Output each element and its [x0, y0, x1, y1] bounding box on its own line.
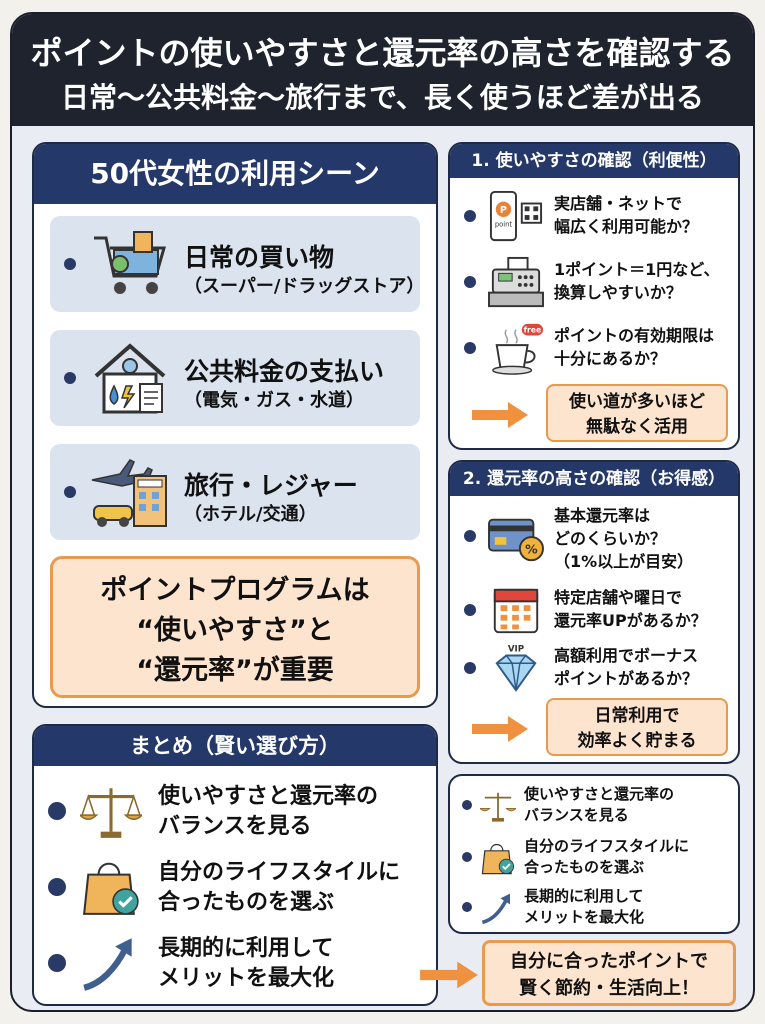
summary-panel: まとめ（賢い選び方） 使いやすさと還元率の バランスを見る: [32, 724, 438, 1006]
item-text: 特定店舗や曜日で 還元率UPがあるか？: [554, 588, 707, 630]
scene-daily-shopping: 日常の買い物 （スーパー/ドラッグストア）: [50, 216, 425, 312]
scene-travel-leisure: 旅行・レジャー （ホテル/交通）: [50, 444, 420, 540]
right-arrow-icon: [420, 961, 478, 989]
bullet: [64, 372, 76, 384]
shopping-bag-check-icon: [481, 843, 515, 875]
shopping-cart-icon: [94, 231, 166, 294]
mini-summary-item: 自分のライフスタイルに 合ったものを選ぶ: [462, 834, 734, 882]
reward-item: VIP 高額利用でボーナス ポイントがあるか？: [464, 640, 734, 696]
bullet: [464, 662, 476, 674]
credit-card-percent-icon: %: [488, 518, 544, 562]
summary-item: 長期的に利用して メリットを最大化: [48, 928, 428, 998]
item-text: 自分のライフスタイルに 合ったものを選ぶ: [158, 860, 401, 915]
coffee-free-icon: free: [492, 323, 543, 375]
balance-scale-icon: [80, 788, 142, 838]
balance-scale-icon: [480, 792, 516, 822]
house-bill-icon: [94, 343, 166, 414]
growth-arrow-icon: [481, 893, 510, 925]
mini-summary-item: 使いやすさと還元率の バランスを見る: [462, 782, 734, 830]
icon-text: point: [495, 221, 513, 229]
final-callout: 自分に合ったポイントで 賢く節約・生活向上！: [482, 940, 736, 1006]
svg-text:P: P: [500, 205, 507, 216]
convenience-panel-title: 1. 使いやすさの確認（利便性）: [450, 144, 738, 178]
item-text: 基本還元率は どのくらいか？ （1%以上が目安）: [554, 506, 694, 571]
growth-arrow-icon: [83, 938, 132, 991]
right-arrow-icon: [472, 402, 528, 428]
bullet: [64, 486, 76, 498]
bullet: [464, 530, 476, 542]
scene-label: 公共料金の支払い: [184, 357, 385, 386]
reward-rate-panel: 2. 還元率の高さの確認（お得感） % 基本還元率は どのくらいか？ （1%以上…: [448, 460, 740, 764]
icon-text: VIP: [508, 645, 524, 655]
check-icon: [48, 878, 66, 896]
scenes-panel: 50代女性の利用シーン 日常の買い物 （スーパー/ドラッグストア）: [32, 142, 438, 708]
item-text: 使いやすさと還元率の バランスを見る: [524, 785, 675, 824]
summary-item: 使いやすさと還元率の バランスを見る: [48, 776, 428, 846]
page-subtitle: 日常～公共料金～旅行まで、長く使うほど差が出る: [61, 81, 704, 114]
key-message-line: ポイントプログラムは: [100, 575, 370, 606]
bullet: [464, 342, 476, 354]
right-arrow-icon: [472, 716, 528, 742]
title-banner: ポイントの使いやすさと還元率の高さを確認する 日常～公共料金～旅行まで、長く使う…: [12, 14, 753, 126]
bullet: [462, 800, 472, 810]
scene-label: 日常の買い物: [184, 243, 335, 272]
infographic-frame: ポイントの使いやすさと還元率の高さを確認する 日常～公共料金～旅行まで、長く使う…: [10, 12, 755, 1012]
bullet: [464, 210, 476, 222]
scene-sublabel: （ホテル/交通）: [184, 504, 317, 525]
item-text: ポイントの有効期限は 十分にあるか？: [554, 326, 715, 368]
calendar-icon: [493, 588, 539, 634]
bullet: [464, 276, 476, 288]
phone-point-qr-icon: P point: [489, 190, 543, 242]
summary-item: 自分のライフスタイルに 合ったものを選ぶ: [48, 852, 428, 922]
scene-sublabel: （電気・ガス・水道）: [184, 390, 364, 411]
key-message-box: ポイントプログラムは “使いやすさ”と “還元率”が重要: [50, 556, 420, 698]
shopping-bag-check-icon: [82, 862, 139, 915]
scene-label: 旅行・レジャー: [184, 471, 358, 500]
bullet: [64, 258, 76, 270]
scene-utility-payment: 公共料金の支払い （電気・ガス・水道）: [50, 330, 420, 426]
convenience-item: 1ポイント＝1円など、 換算しやすいか？: [464, 252, 734, 312]
convenience-callout: 使い道が多いほど 無駄なく活用: [546, 384, 728, 442]
item-text: 長期的に利用して メリットを最大化: [524, 887, 645, 926]
summary-panel-title: まとめ（賢い選び方）: [34, 726, 436, 766]
convenience-panel: 1. 使いやすさの確認（利便性） P point 実店舗・ネットで 幅広く利用可…: [448, 142, 740, 450]
svg-text:%: %: [525, 541, 538, 556]
item-text: 自分のライフスタイルに 合ったものを選ぶ: [524, 837, 690, 876]
reward-panel-title: 2. 還元率の高さの確認（お得感）: [450, 462, 738, 496]
reward-item: 特定店舗や曜日で 還元率UPがあるか？: [464, 582, 734, 638]
item-text: 使いやすさと還元率の バランスを見る: [158, 784, 379, 839]
scene-sublabel: （スーパー/ドラッグストア）: [184, 276, 425, 297]
travel-hotel-icon: [91, 459, 167, 527]
cash-register-icon: [488, 256, 544, 308]
item-text: 長期的に利用して メリットを最大化: [158, 936, 335, 991]
reward-callout: 日常利用で 効率よく貯まる: [546, 698, 728, 756]
icon-text: free: [524, 326, 542, 335]
item-text: 1ポイント＝1円など、 換算しやすいか？: [554, 260, 720, 302]
check-icon: [48, 802, 66, 820]
key-message-line: “使いやすさ”と: [136, 615, 334, 646]
mini-summary-panel: 使いやすさと還元率の バランスを見る 自分のライフスタイルに 合ったものを選ぶ: [448, 774, 740, 934]
convenience-item: P point 実店舗・ネットで 幅広く利用可能か？: [464, 186, 734, 246]
bullet: [464, 604, 476, 616]
bullet: [462, 852, 472, 862]
item-text: 実店舗・ネットで 幅広く利用可能か？: [554, 194, 699, 236]
convenience-item: free ポイントの有効期限は 十分にあるか？: [464, 318, 734, 378]
mini-summary-item: 長期的に利用して メリットを最大化: [462, 884, 734, 932]
scenes-panel-title: 50代女性の利用シーン: [34, 144, 436, 204]
check-icon: [48, 954, 66, 972]
bullet: [462, 902, 472, 912]
vip-diamond-icon: VIP: [495, 645, 537, 692]
reward-item: % 基本還元率は どのくらいか？ （1%以上が目安）: [464, 502, 734, 578]
key-message-line: “還元率”が重要: [136, 655, 334, 686]
item-text: 高額利用でボーナス ポイントがあるか？: [554, 646, 699, 688]
page-title: ポイントの使いやすさと還元率の高さを確認する: [30, 34, 735, 72]
